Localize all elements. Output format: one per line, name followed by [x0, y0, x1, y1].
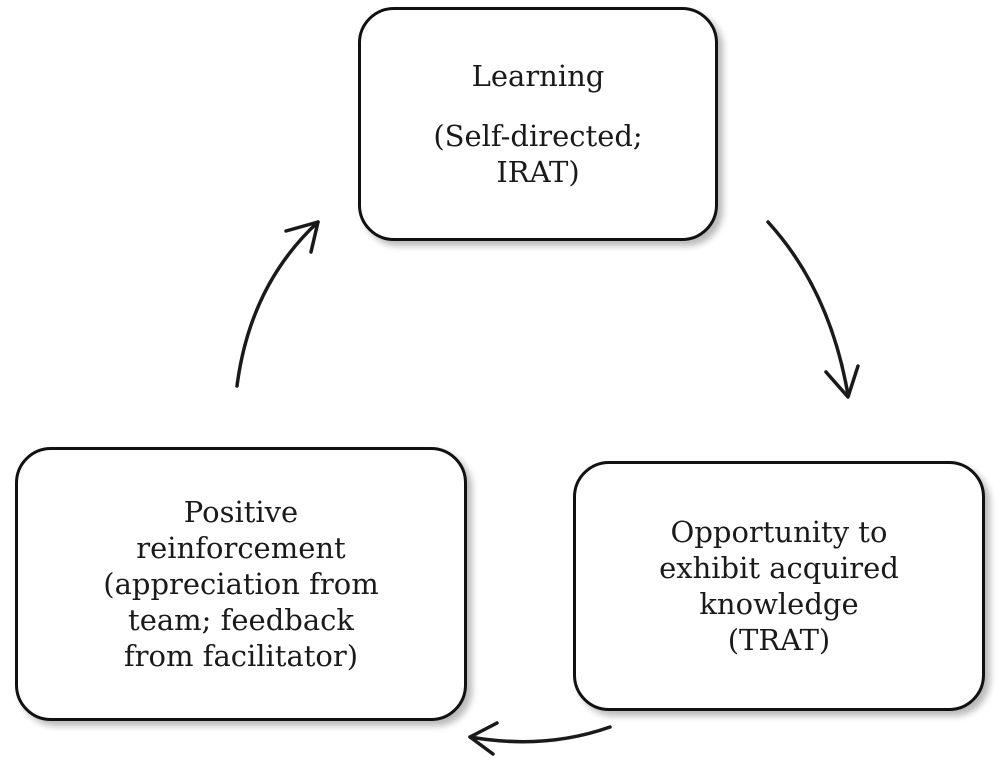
node-positive-line-3: (appreciation from: [103, 567, 379, 601]
node-opportunity-line-4: (TRAT): [727, 623, 831, 657]
node-positive-reinforcement: Positive reinforcement (appreciation fro…: [15, 447, 467, 721]
arrow-opportunity-to-positive: [468, 721, 612, 756]
arrow-learning-to-opportunity: [766, 220, 860, 399]
node-positive-line-2: reinforcement: [136, 531, 346, 565]
node-positive-line-5: from facilitator): [123, 639, 359, 673]
arrow-positive-to-learning: [235, 220, 320, 388]
node-learning: Learning (Self-directed; IRAT): [358, 7, 718, 241]
node-learning-line-2: IRAT): [496, 155, 580, 189]
node-opportunity: Opportunity to exhibit acquired knowledg…: [573, 461, 985, 711]
node-positive-line-1: Positive: [183, 495, 299, 529]
node-opportunity-line-2: exhibit acquired: [659, 551, 899, 585]
node-learning-line-1: (Self-directed;: [433, 119, 643, 153]
node-opportunity-line-3: knowledge: [699, 587, 859, 621]
node-positive-line-4: team; feedback: [128, 603, 354, 637]
node-opportunity-line-1: Opportunity to: [670, 515, 888, 549]
node-learning-title: Learning: [471, 59, 605, 93]
